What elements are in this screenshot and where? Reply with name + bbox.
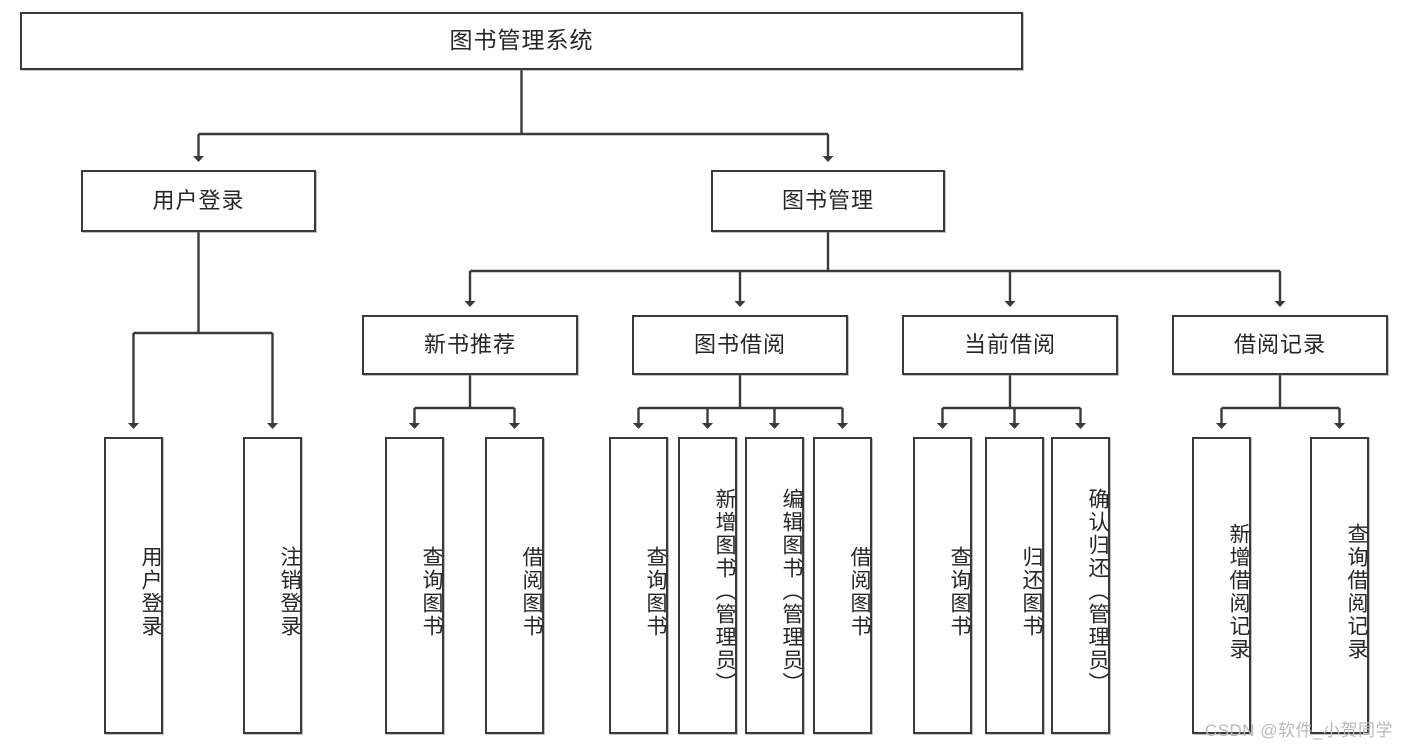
watermark: CSDN @软件_小贺同学: [1204, 721, 1393, 740]
node-book-manage[interactable]: 图书管理: [711, 170, 945, 232]
node-label: 借阅图书: [520, 545, 543, 638]
node-label: 新增图书（管理员）: [713, 488, 736, 695]
node-label: 用户登录: [139, 545, 162, 638]
node-leaf-edit-book[interactable]: 编辑图书（管理员）: [745, 437, 804, 734]
node-current-borrow[interactable]: 当前借阅: [902, 315, 1118, 375]
node-new-book-recommend[interactable]: 新书推荐: [362, 315, 578, 375]
node-label: 注销登录: [278, 545, 301, 638]
node-label: 确认归还（管理员）: [1086, 488, 1109, 695]
node-user-login[interactable]: 用户登录: [81, 170, 316, 232]
node-label: 归还图书: [1020, 545, 1043, 638]
node-leaf-add-borrow-record[interactable]: 新增借阅记录: [1192, 437, 1251, 734]
node-label: 借阅图书: [848, 545, 871, 638]
node-book-borrow[interactable]: 图书借阅: [632, 315, 848, 375]
node-label: 查询图书: [948, 545, 971, 638]
node-root[interactable]: 图书管理系统: [20, 12, 1023, 70]
node-label: 查询图书: [420, 545, 443, 638]
node-leaf-logout[interactable]: 注销登录: [243, 437, 302, 734]
node-label: 查询借阅记录: [1345, 522, 1368, 661]
node-leaf-borrow-book-2[interactable]: 借阅图书: [813, 437, 872, 734]
node-leaf-query-borrow-record[interactable]: 查询借阅记录: [1310, 437, 1369, 734]
node-leaf-confirm-return[interactable]: 确认归还（管理员）: [1051, 437, 1110, 734]
node-leaf-borrow-book-1[interactable]: 借阅图书: [485, 437, 544, 734]
node-leaf-query-book-1[interactable]: 查询图书: [385, 437, 444, 734]
node-label: 新增借阅记录: [1227, 522, 1250, 661]
node-leaf-add-book[interactable]: 新增图书（管理员）: [678, 437, 737, 734]
node-leaf-query-book-2[interactable]: 查询图书: [609, 437, 668, 734]
node-label: 查询图书: [644, 545, 667, 638]
node-leaf-user-login[interactable]: 用户登录: [104, 437, 163, 734]
node-leaf-query-book-3[interactable]: 查询图书: [913, 437, 972, 734]
node-leaf-return-book[interactable]: 归还图书: [985, 437, 1044, 734]
node-borrow-record[interactable]: 借阅记录: [1172, 315, 1388, 375]
node-label: 编辑图书（管理员）: [780, 488, 803, 695]
